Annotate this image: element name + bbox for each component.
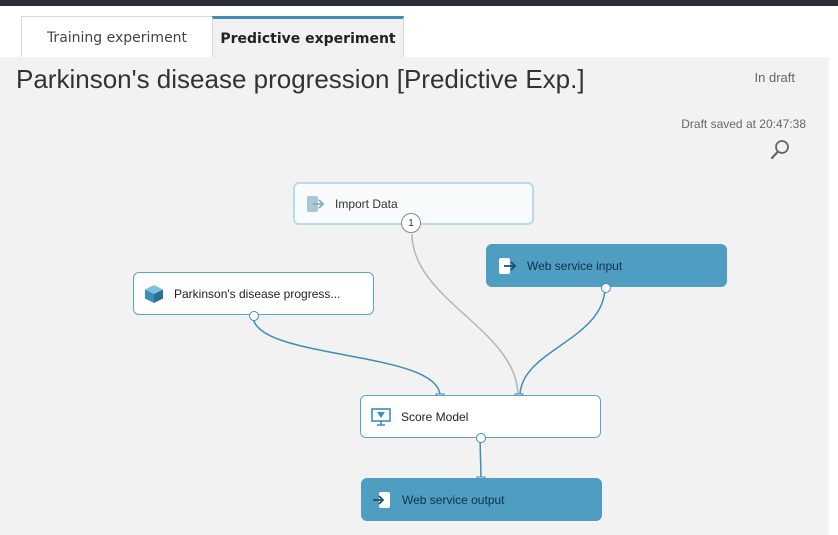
draft-status: In draft [754, 70, 795, 85]
module-web-service-input[interactable]: Web service input [486, 244, 727, 287]
module-label: Import Data [335, 196, 398, 211]
save-timestamp: Draft saved at 20:47:38 [681, 117, 806, 131]
output-port-import-data[interactable]: 1 [401, 213, 421, 233]
module-score-model[interactable]: Score Model [360, 395, 601, 438]
port-badge: 1 [408, 217, 414, 229]
search-icon[interactable] [768, 138, 792, 162]
web-service-input-icon [499, 257, 517, 274]
module-trained-model[interactable]: Parkinson's disease progress... [133, 272, 374, 315]
output-port-score-model[interactable] [476, 433, 486, 443]
tab-bar: Training experiment Predictive experimen… [0, 6, 838, 58]
tab-predictive-experiment[interactable]: Predictive experiment [212, 16, 404, 58]
tab-training-experiment[interactable]: Training experiment [21, 16, 213, 58]
canvas-scrollbar[interactable] [829, 57, 838, 535]
output-port-trained-model[interactable] [249, 311, 259, 321]
web-service-output-icon [373, 491, 390, 508]
trained-model-cube-icon [145, 284, 163, 303]
module-label: Web service input [527, 258, 623, 273]
module-label: Web service output [402, 492, 505, 507]
experiment-title[interactable]: Parkinson's disease progression [Predict… [16, 64, 585, 94]
module-label: Score Model [401, 409, 469, 424]
import-data-icon [307, 195, 325, 212]
module-web-service-output[interactable]: Web service output [361, 478, 602, 521]
top-bar [0, 0, 838, 6]
output-port-web-service-input[interactable] [601, 283, 611, 293]
module-label: Parkinson's disease progress... [174, 286, 341, 301]
score-model-icon [371, 407, 391, 426]
